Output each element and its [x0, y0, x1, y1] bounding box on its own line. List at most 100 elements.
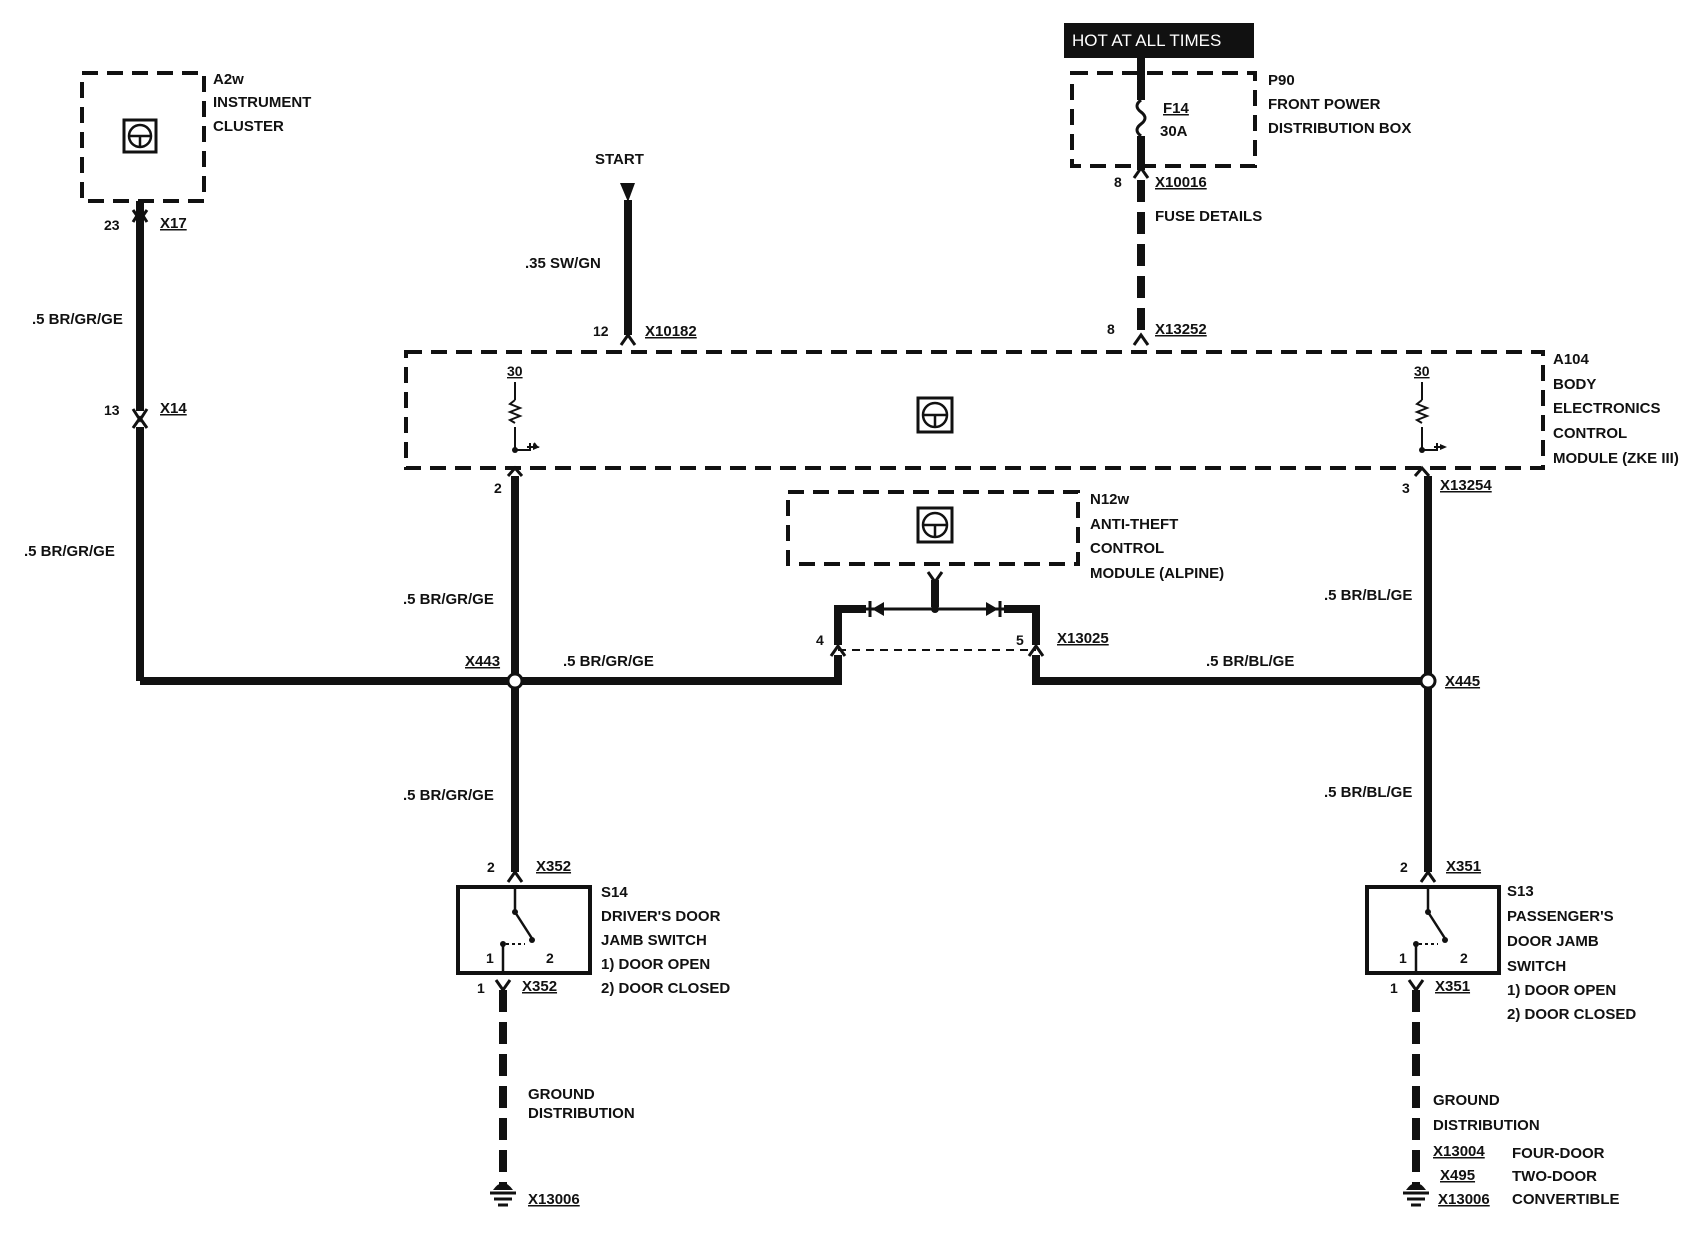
p90-box: [1070, 71, 1257, 168]
n12w-module-icon: [916, 506, 954, 544]
x17-label: X17: [160, 215, 187, 232]
label-pins-s14-sw2: 2: [546, 950, 554, 966]
ground-right-c2: X495: [1440, 1167, 1475, 1184]
s14-line2: JAMB SWITCH: [601, 932, 707, 949]
label-pins-p30l: 30: [507, 363, 523, 379]
a104-id: A104: [1553, 351, 1590, 368]
x351-top-label: X351: [1446, 858, 1481, 875]
fuse-details-label: FUSE DETAILS: [1155, 208, 1262, 225]
fuse-f14-icon: [1135, 98, 1147, 138]
x352-top-connector-icon: [506, 869, 524, 883]
start-label: START: [595, 151, 644, 168]
label-pins-s14-sw1: 1: [486, 950, 494, 966]
wire-f-label: .5 BR/BL/GE: [1324, 587, 1412, 604]
ground-right-d3: CONVERTIBLE: [1512, 1191, 1620, 1208]
a104-line2: ELECTRONICS: [1553, 400, 1661, 417]
x10182-connector-icon: [619, 332, 637, 346]
s14-box: [456, 885, 592, 975]
s13-switch-icon: [1413, 887, 1448, 973]
x351-bot-label: X351: [1435, 978, 1470, 995]
diode-left-icon: [868, 601, 884, 617]
n12w-line2: CONTROL: [1090, 540, 1164, 557]
start-arrow-icon: [620, 183, 635, 202]
a104-line4: MODULE (ZKE III): [1553, 450, 1679, 467]
x351-bot-connector-icon: [1407, 979, 1425, 993]
ground-right-d1: FOUR-DOOR: [1512, 1145, 1605, 1162]
label-pins-p4: 4: [816, 632, 824, 648]
s13-opt2: 2) DOOR CLOSED: [1507, 1006, 1636, 1023]
ground-right-c3: X13006: [1438, 1191, 1490, 1208]
x13254-label: X13254: [1440, 477, 1492, 494]
x10016-connector-icon: [1132, 165, 1150, 179]
wire-h-label: .5 BR/BL/GE: [1324, 784, 1412, 801]
s13-line3: SWITCH: [1507, 958, 1566, 975]
label-pins-p13: 13: [104, 402, 120, 418]
a2w-line2: CLUSTER: [213, 118, 284, 135]
label-pins-p5: 5: [1016, 632, 1024, 648]
label-pins-p23: 23: [104, 217, 120, 233]
x443-label: X443: [465, 653, 500, 670]
x10016-label: X10016: [1155, 174, 1207, 191]
n12w-line1: ANTI-THEFT: [1090, 516, 1178, 533]
wire-g-label: .5 BR/BL/GE: [1206, 653, 1294, 670]
ground-right-line1: GROUND: [1433, 1092, 1500, 1109]
ground-right-line2: DISTRIBUTION: [1433, 1117, 1540, 1134]
x352-bot-connector-icon: [494, 979, 512, 993]
x352-top-label: X352: [536, 858, 571, 875]
label-pins-s13-bot: 1: [1390, 980, 1398, 996]
a2w-line1: INSTRUMENT: [213, 94, 311, 111]
x10182-label: X10182: [645, 323, 697, 340]
label-pins-s14-bot: 1: [477, 980, 485, 996]
x443-splice: [506, 672, 524, 690]
ground-right-c1: X13004: [1433, 1143, 1485, 1160]
ground-left-line1: GROUND: [528, 1086, 595, 1103]
label-pins-p12: 12: [593, 323, 609, 339]
x445-label: X445: [1445, 673, 1480, 690]
wire-a-label: .5 BR/GR/GE: [32, 311, 123, 328]
label-pins-s13-sw2: 2: [1460, 950, 1468, 966]
label-pins-s13-top: 2: [1400, 859, 1408, 875]
label-pins-s14-top: 2: [487, 859, 495, 875]
a2w-module-icon: [122, 118, 158, 154]
hot-at-all-times-banner: HOT AT ALL TIMES: [1064, 23, 1254, 58]
a104-line3: CONTROL: [1553, 425, 1627, 442]
s14-id: S14: [601, 884, 628, 901]
ground-left-line2: DISTRIBUTION: [528, 1105, 635, 1122]
s13-box: [1365, 885, 1501, 975]
fuse-rating: 30A: [1160, 123, 1188, 140]
x445-splice: [1419, 672, 1437, 690]
label-pins-p3m: 3: [1402, 480, 1410, 496]
x13252-label: X13252: [1155, 321, 1207, 338]
s13-id: S13: [1507, 883, 1534, 900]
label-pins-p8a: 8: [1114, 174, 1122, 190]
x13025-label: X13025: [1057, 630, 1109, 647]
wire-c-label: .5 BR/GR/GE: [403, 591, 494, 608]
n12w-box: [786, 490, 1080, 566]
p90-id: P90: [1268, 72, 1295, 89]
wire-d-label: .5 BR/GR/GE: [563, 653, 654, 670]
start-wire-label: .35 SW/GN: [525, 255, 601, 272]
s13-opt1: 1) DOOR OPEN: [1507, 982, 1616, 999]
n12w-id: N12w: [1090, 491, 1130, 508]
fuse-id: F14: [1163, 100, 1190, 117]
ground-right-icon: [1403, 1183, 1429, 1207]
a104-box: [404, 350, 1545, 470]
a104-line1: BODY: [1553, 376, 1596, 393]
s14-opt2: 2) DOOR CLOSED: [601, 980, 730, 997]
x352-bot-label: X352: [522, 978, 557, 995]
ground-right-d2: TWO-DOOR: [1512, 1168, 1597, 1185]
wire-e-label: .5 BR/GR/GE: [403, 787, 494, 804]
s13-line1: PASSENGER'S: [1507, 908, 1614, 925]
hot-label: HOT AT ALL TIMES: [1072, 31, 1221, 50]
ground-left-icon: [490, 1183, 516, 1207]
x13252-connector-icon: [1132, 332, 1150, 346]
a104-module-icon: [916, 396, 954, 434]
s14-opt1: 1) DOOR OPEN: [601, 956, 710, 973]
x351-top-connector-icon: [1419, 869, 1437, 883]
label-pins-p30r: 30: [1414, 363, 1430, 379]
label-pins-s13-sw1: 1: [1399, 950, 1407, 966]
p90-line2: DISTRIBUTION BOX: [1268, 120, 1411, 137]
wire-b-label: .5 BR/GR/GE: [24, 543, 115, 560]
